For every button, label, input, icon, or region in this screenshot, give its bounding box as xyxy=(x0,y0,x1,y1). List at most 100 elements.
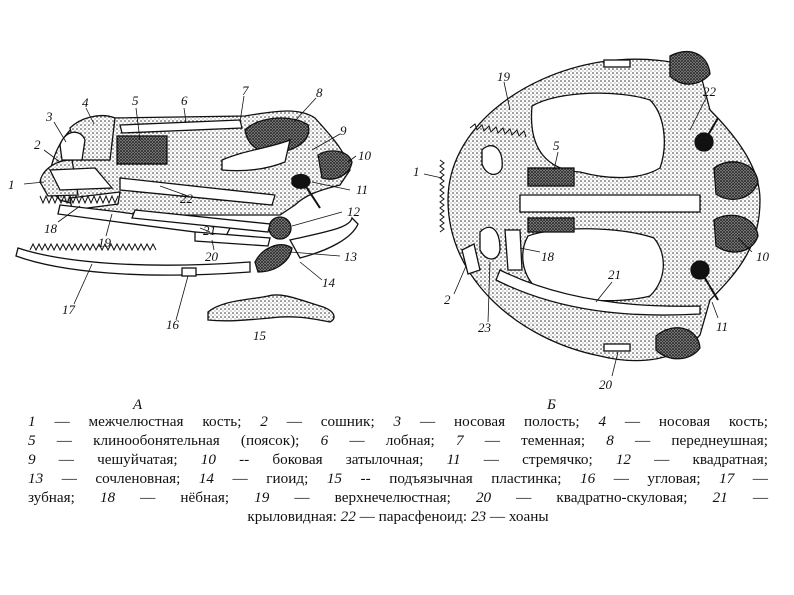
choana-top xyxy=(482,146,502,175)
quadratojugal-b-top xyxy=(604,60,630,67)
caption-text: — нёбная; xyxy=(115,489,254,506)
label-a-1: 1 xyxy=(8,178,15,191)
caption-text: — верхнечелюстная; xyxy=(269,489,476,506)
label-a-22: 22 xyxy=(180,192,193,205)
caption-number: 10 xyxy=(201,451,216,468)
caption-text: — сочленовная; xyxy=(43,470,199,487)
caption-text: — переднеушная; xyxy=(614,432,768,449)
caption-text: — угловая; xyxy=(595,470,719,487)
label-a-16: 16 xyxy=(166,318,179,331)
label-b-23: 23 xyxy=(478,321,491,334)
label-b-21: 21 xyxy=(608,268,621,281)
caption-text: зубная; xyxy=(28,489,100,506)
label-b-19: 19 xyxy=(497,70,510,83)
caption-number: 20 xyxy=(476,489,491,506)
palatine-b xyxy=(505,230,522,270)
caption-number: 17 xyxy=(719,470,734,487)
caption-number: 7 xyxy=(456,432,464,449)
caption-number: 8 xyxy=(606,432,614,449)
caption-text: -- подъязычная пластинка; xyxy=(342,470,580,487)
caption-number: 4 xyxy=(598,413,606,430)
caption-line: крыловидная: 22 — парасфеноид: 23 — хоан… xyxy=(28,507,768,526)
caption-text: -- боковая затылочная; xyxy=(216,451,447,468)
articular xyxy=(255,245,292,272)
panel-label-a: А xyxy=(133,398,142,413)
caption-number: 19 xyxy=(254,489,269,506)
caption-line: 9 — чешуйчатая; 10 -- боковая затылочная… xyxy=(28,450,768,469)
caption-number: 18 xyxy=(100,489,115,506)
choana xyxy=(480,227,500,259)
caption-line: зубная; 18 — нёбная; 19 — верхнечелюстна… xyxy=(28,488,768,507)
caption-number: 5 xyxy=(28,432,36,449)
caption-text: — чешуйчатая; xyxy=(36,451,201,468)
caption-number: 2 xyxy=(260,413,268,430)
quadratojugal-b xyxy=(604,344,630,351)
caption-text: крыловидная: xyxy=(247,508,340,525)
label-a-9: 9 xyxy=(340,124,347,137)
caption-text: — гиоид; xyxy=(214,470,327,487)
lower-teeth xyxy=(30,244,156,250)
caption-number: 21 xyxy=(713,489,728,506)
label-a-2: 2 xyxy=(34,138,41,151)
ventral-view xyxy=(424,52,760,376)
caption-number: 22 xyxy=(341,508,356,525)
sphenethmoid-b xyxy=(528,168,574,186)
label-b-10: 10 xyxy=(756,250,769,263)
label-b-11: 11 xyxy=(716,320,728,333)
teeth-b-left xyxy=(440,160,444,232)
label-a-14: 14 xyxy=(322,276,335,289)
figure-caption: 1 — межчелюстная кость; 2 — сошник; 3 — … xyxy=(28,412,768,526)
caption-number: 13 xyxy=(28,470,43,487)
caption-text: — парасфеноид: xyxy=(356,508,471,525)
label-a-8: 8 xyxy=(316,86,323,99)
lateral-view xyxy=(16,96,358,322)
caption-text: — клинообонятельная (поясок); xyxy=(36,432,321,449)
caption-text: — теменная; xyxy=(464,432,607,449)
caption-text: — лобная; xyxy=(328,432,456,449)
caption-text: — xyxy=(734,470,768,487)
angular xyxy=(182,268,196,276)
panel-label-b: Б xyxy=(547,398,556,413)
label-a-4: 4 xyxy=(82,96,89,109)
parasphenoid-b xyxy=(520,195,700,212)
label-a-5: 5 xyxy=(132,94,139,107)
sphenethmoid-b2 xyxy=(528,218,574,232)
sphenethmoid xyxy=(117,136,167,164)
label-a-12: 12 xyxy=(347,205,360,218)
label-a-21: 21 xyxy=(203,224,216,237)
label-a-15: 15 xyxy=(253,329,266,342)
caption-text: — носовая кость; xyxy=(606,413,768,430)
caption-text: — сошник; xyxy=(268,413,394,430)
caption-text: — носовая полость; xyxy=(401,413,598,430)
label-b-5: 5 xyxy=(553,139,560,152)
caption-number: 1 xyxy=(28,413,36,430)
cap-top xyxy=(670,52,710,84)
quadrate xyxy=(269,217,291,239)
caption-number: 14 xyxy=(199,470,214,487)
label-a-19: 19 xyxy=(98,236,111,249)
caption-number: 12 xyxy=(616,451,631,468)
caption-number: 23 xyxy=(471,508,486,525)
nasal-cavity xyxy=(60,132,85,160)
caption-line: 13 — сочленовная; 14 — гиоид; 15 -- подъ… xyxy=(28,469,768,488)
stapes xyxy=(292,175,310,189)
label-b-1: 1 xyxy=(413,165,420,178)
label-a-6: 6 xyxy=(181,94,188,107)
label-a-18: 18 xyxy=(44,222,57,235)
caption-number: 3 xyxy=(394,413,402,430)
label-b-22: 22 xyxy=(703,85,716,98)
hyoid-plate xyxy=(208,295,334,322)
caption-number: 15 xyxy=(327,470,342,487)
caption-text: — xyxy=(728,489,768,506)
label-b-20: 20 xyxy=(599,378,612,391)
caption-number: 11 xyxy=(447,451,461,468)
label-b-2: 2 xyxy=(444,293,451,306)
caption-text: — хоаны xyxy=(486,508,548,525)
label-a-17: 17 xyxy=(62,303,75,316)
caption-text: — межчелюстная кость; xyxy=(36,413,261,430)
caption-line: 5 — клинообонятельная (поясок); 6 — лобн… xyxy=(28,431,768,450)
caption-text: — стремячко; xyxy=(461,451,616,468)
caption-number: 16 xyxy=(580,470,595,487)
label-a-3: 3 xyxy=(46,110,53,123)
label-a-10: 10 xyxy=(358,149,371,162)
